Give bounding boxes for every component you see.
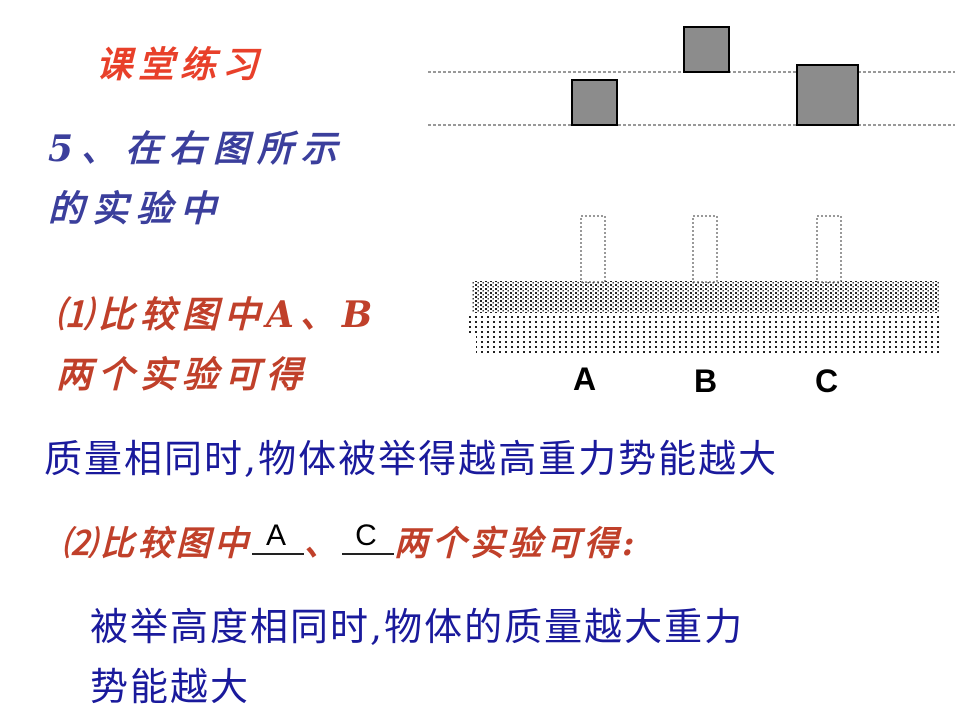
part2-blank-2: C [342,519,394,555]
part2-answer-line-1: 被举高度相同时,物体的质量越大重力 [90,605,745,649]
label-b: B [694,363,717,399]
sand-bottom-layer [476,336,940,354]
question-line-1: 5、在右图所示 [48,128,346,170]
stake-b [692,215,718,283]
block-a [571,79,618,126]
part1-answer: 质量相同时,物体被举得越高重力势能越大 [44,437,779,481]
label-a: A [573,361,596,397]
sand-top-layer [472,281,940,313]
slide-title: 课堂练习 [96,44,265,86]
part2-blank-1: A [252,519,304,555]
stake-a [580,215,606,283]
stake-c [816,215,842,283]
part2-suffix: 两个实验可得: [394,524,639,564]
sand-middle-layer [466,314,940,334]
block-b [683,26,730,73]
part2-answer-line-2: 势能越大 [90,665,251,709]
question-line-2: 的实验中 [48,188,225,230]
part2-separator: 、 [304,524,342,564]
part2-prefix: ⑵比较图中 [62,524,252,564]
part1-prompt-line-2: 两个实验可得 [56,354,309,396]
part1-prompt-line-1: ⑴比较图中A、B [56,294,379,336]
block-c [796,64,859,126]
label-c: C [815,363,838,399]
